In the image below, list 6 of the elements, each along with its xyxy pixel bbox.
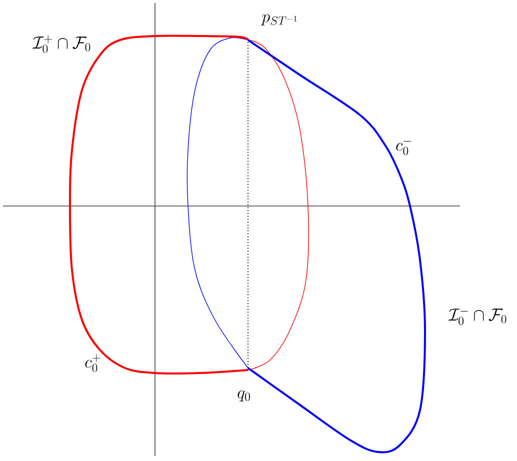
- math-label: $q_0$: [238, 390, 250, 402]
- math-label: $c_0^-$: [396, 140, 412, 156]
- math-label: $\mathcal{I}_0^+ \cap \mathcal{F}_0$: [32, 35, 90, 53]
- math-label: $c_0^+$: [85, 354, 100, 372]
- math-label: $p_{ST^{-1}}$: [261, 14, 297, 26]
- math-label: $\mathcal{I}_0^- \cap \mathcal{F}_0$: [448, 308, 506, 326]
